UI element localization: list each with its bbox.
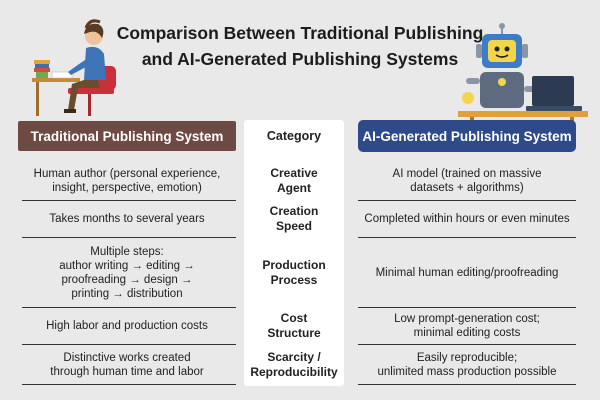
divider xyxy=(22,200,236,201)
title-line-1: Comparison Between Traditional Publishin… xyxy=(116,23,484,43)
traditional-cell: High labor and production costs xyxy=(22,309,232,343)
divider xyxy=(22,384,236,385)
traditional-text: High labor and production costs xyxy=(46,320,208,332)
category-text: Creative Agent xyxy=(270,166,318,195)
ai-cell: AI model (trained on massive datasets + … xyxy=(358,162,576,200)
category-cell: Scarcity / Reproducibility xyxy=(244,347,344,383)
traditional-text: Distinctive works created through human … xyxy=(50,352,204,378)
laptop-icon xyxy=(532,76,574,106)
ai-cell: Low prompt-generation cost; minimal edit… xyxy=(358,309,576,343)
ai-text: AI model (trained on massive datasets + … xyxy=(392,168,542,194)
traditional-cell: Takes months to several years xyxy=(22,202,232,236)
ai-text: Low prompt-generation cost; minimal edit… xyxy=(394,313,540,339)
traditional-cell: Multiple steps: author writing → editing… xyxy=(22,240,232,306)
ai-text: Minimal human editing/proofreading xyxy=(375,267,559,279)
divider xyxy=(358,344,576,345)
category-text: Cost Structure xyxy=(267,311,321,340)
traditional-cell: Distinctive works created through human … xyxy=(22,347,232,383)
divider xyxy=(358,307,576,308)
header-ai: AI-Generated Publishing System xyxy=(358,120,576,152)
table-row: Takes months to several years Creation S… xyxy=(0,202,600,236)
books-icon xyxy=(34,68,50,72)
ai-cell: Minimal human editing/proofreading xyxy=(358,240,576,306)
divider xyxy=(358,384,576,385)
divider xyxy=(358,237,576,238)
table-row: Human author (personal experience, insig… xyxy=(0,162,600,200)
title-line-2: and AI-Generated Publishing Systems xyxy=(141,49,459,69)
traditional-text: Multiple steps: author writing → editing… xyxy=(59,246,195,300)
category-column xyxy=(244,120,344,386)
category-cell: Creative Agent xyxy=(244,162,344,200)
desk-icon xyxy=(32,78,80,82)
page-title: Comparison Between Traditional Publishin… xyxy=(110,20,490,72)
ai-text: Easily reproducible; unlimited mass prod… xyxy=(377,352,557,378)
person-icon xyxy=(84,46,106,80)
robot-laptop-illustration xyxy=(458,23,588,122)
ai-cell: Completed within hours or even minutes xyxy=(358,202,576,236)
divider xyxy=(358,200,576,201)
ai-cell: Easily reproducible; unlimited mass prod… xyxy=(358,347,576,383)
category-cell: Production Process xyxy=(244,240,344,306)
category-cell: Cost Structure xyxy=(244,309,344,343)
table-row: Distinctive works created through human … xyxy=(0,347,600,383)
divider xyxy=(22,237,236,238)
traditional-cell: Human author (personal experience, insig… xyxy=(22,162,232,200)
category-cell: Creation Speed xyxy=(244,202,344,236)
traditional-text: Takes months to several years xyxy=(49,213,205,225)
category-text: Scarcity / Reproducibility xyxy=(250,350,338,379)
traditional-text: Human author (personal experience, insig… xyxy=(33,168,221,194)
person-writing-illustration xyxy=(32,19,116,116)
category-text: Creation Speed xyxy=(269,204,319,233)
ai-text: Completed within hours or even minutes xyxy=(364,213,570,225)
category-text: Production Process xyxy=(262,258,326,287)
table-row: Multiple steps: author writing → editing… xyxy=(0,240,600,306)
divider xyxy=(22,344,236,345)
divider xyxy=(22,307,236,308)
header-traditional: Traditional Publishing System xyxy=(18,121,236,151)
table-row: High labor and production costs Cost Str… xyxy=(0,309,600,343)
header-category: Category xyxy=(266,129,322,143)
